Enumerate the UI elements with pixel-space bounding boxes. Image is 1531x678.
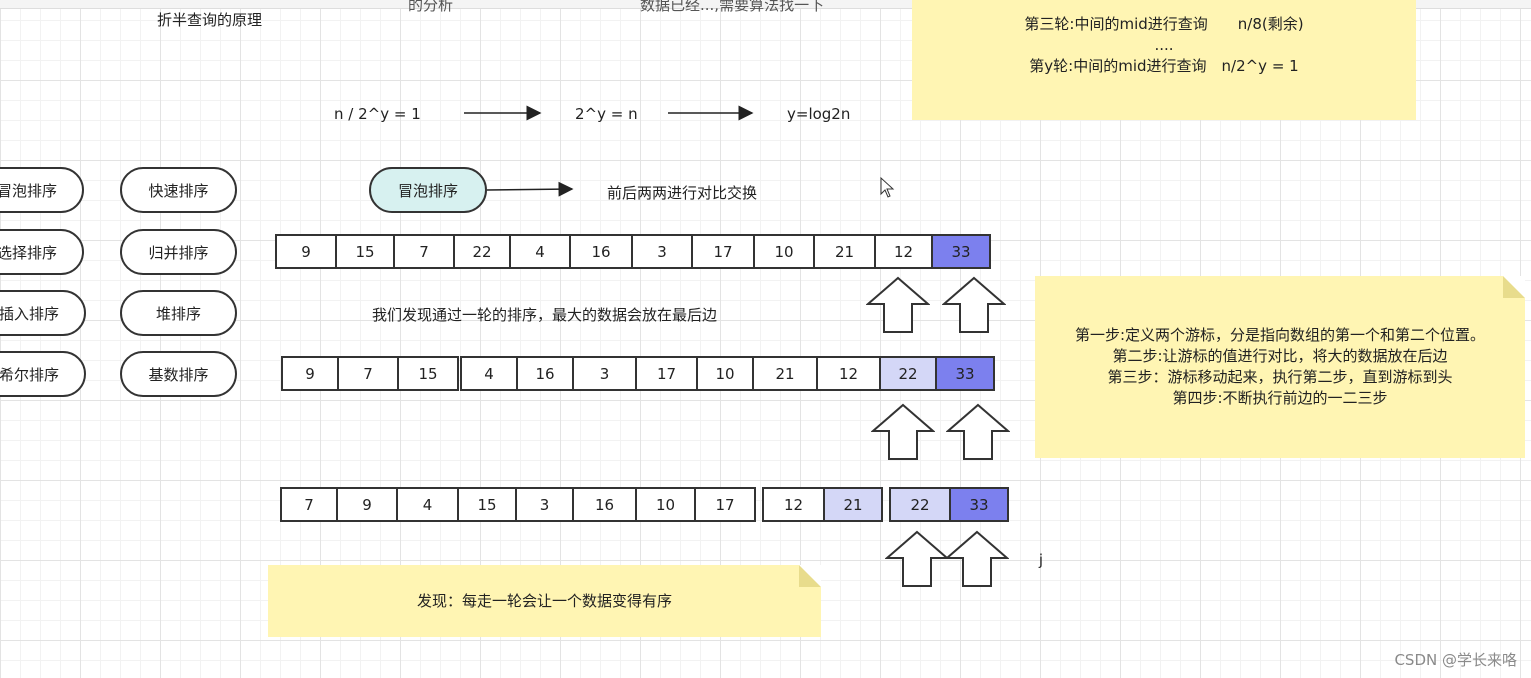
array-cell[interactable]: 10 (696, 356, 754, 391)
array-cell[interactable]: 7 (393, 234, 455, 269)
array-cell[interactable]: 4 (396, 487, 459, 522)
array-cell[interactable]: 7 (337, 356, 399, 391)
pointer-i-arrow-2[interactable]: i (870, 403, 969, 461)
bubble-arrow (486, 181, 574, 197)
pill-merge-sort[interactable]: 归并排序 (120, 229, 237, 275)
pointer-i-arrow-1[interactable]: i (865, 276, 964, 334)
array-cell[interactable]: 4 (509, 234, 571, 269)
pointer-j-label: j (1038, 551, 1044, 569)
canvas-top-edge (0, 0, 1531, 9)
array-cell[interactable]: 10 (635, 487, 696, 522)
finding-text: 发现：每走一轮会让一个数据变得有序 (416, 591, 672, 610)
pill-label: 希尔排序 (0, 365, 59, 384)
clipped-top-text-2: 数据已经...,需要算法找一下 (640, 0, 825, 14)
array-cell[interactable]: 17 (694, 487, 756, 522)
array-cell[interactable]: 22 (879, 356, 937, 391)
pill-label: 堆排序 (155, 304, 201, 323)
array-cell[interactable]: 33 (931, 234, 991, 269)
array-cell[interactable]: 9 (275, 234, 337, 269)
array-cell[interactable]: 16 (569, 234, 633, 269)
array-cell[interactable]: 9 (336, 487, 398, 522)
pill-bubble-sort-main[interactable]: 冒泡排序 (369, 167, 487, 213)
principle-label[interactable]: 折半查询的原理 (157, 11, 263, 29)
array-cell[interactable]: 12 (762, 487, 825, 522)
bubble-description[interactable]: 前后两两进行对比交换 (607, 184, 758, 202)
array-cell[interactable]: 12 (874, 234, 933, 269)
formula-1[interactable]: n / 2^y = 1 (334, 105, 421, 123)
note-line-round3: 第三轮:中间的mid进行查询 n/8(剩余) (1024, 15, 1304, 33)
note-line-roundy: 第y轮:中间的mid进行查询 n/2^y = 1 (1029, 57, 1299, 75)
formula-3[interactable]: y=log2n (787, 105, 851, 123)
pill-label: 插入排序 (0, 304, 59, 323)
array-cell[interactable]: 21 (813, 234, 876, 269)
pill-shell-sort[interactable]: 希尔排序 (0, 351, 86, 397)
pill-label: 基数排序 (148, 365, 209, 384)
pill-quick-sort[interactable]: 快速排序 (120, 167, 237, 213)
pointer-j-arrow-3[interactable]: j (944, 530, 1043, 588)
pill-label: 选择排序 (0, 243, 57, 262)
array-cell[interactable]: 16 (516, 356, 574, 391)
pill-label: 归并排序 (148, 243, 209, 262)
pointer-j-arrow-2[interactable]: j (945, 403, 1044, 461)
pill-heap-sort[interactable]: 堆排序 (120, 290, 237, 336)
pill-label: 快速排序 (148, 181, 209, 200)
step-2-text: 第二步:让游标的值进行对比，将大的数据放在后边 (1112, 347, 1448, 365)
array-cell[interactable]: 9 (281, 356, 339, 391)
steps-note[interactable]: 第一步:定义两个游标，分是指向数组的第一个和第二个位置。 第二步:让游标的值进行… (1035, 276, 1525, 458)
array-cell[interactable]: 15 (335, 234, 395, 269)
array-cell[interactable]: 22 (889, 487, 951, 522)
array-cell[interactable]: 12 (816, 356, 881, 391)
array-cell[interactable]: 4 (460, 356, 518, 391)
array-cell[interactable]: 17 (635, 356, 698, 391)
array-cell[interactable]: 33 (949, 487, 1009, 522)
pill-selection-sort[interactable]: 选择排序 (0, 229, 84, 275)
note-line-dots: .... (1154, 36, 1174, 54)
pill-insertion-sort[interactable]: 插入排序 (0, 290, 86, 336)
array-cell[interactable]: 15 (457, 487, 517, 522)
pill-bubble-sort[interactable]: 冒泡排序 (0, 167, 84, 213)
step-1-text: 第一步:定义两个游标，分是指向数组的第一个和第二个位置。 (1074, 326, 1486, 344)
csdn-watermark: CSDN @学长来咯 (1394, 651, 1517, 669)
pointer-j-arrow-1[interactable]: j (941, 276, 1040, 334)
step-3-text: 第三步：游标移动起来，执行第二步，直到游标到头 (1107, 368, 1453, 386)
pointer-i-arrow-3[interactable]: i (884, 530, 983, 588)
array-cell[interactable]: 22 (453, 234, 511, 269)
array-cell[interactable]: 3 (572, 356, 637, 391)
formula-2[interactable]: 2^y = n (575, 105, 638, 123)
array-cell[interactable]: 16 (572, 487, 637, 522)
array-cell[interactable]: 7 (280, 487, 338, 522)
array-cell[interactable]: 3 (631, 234, 693, 269)
array-cell[interactable]: 15 (397, 356, 459, 391)
pill-radix-sort[interactable]: 基数排序 (120, 351, 237, 397)
array-cell[interactable]: 21 (823, 487, 883, 522)
array-cell[interactable]: 3 (515, 487, 574, 522)
pill-label: 冒泡排序 (397, 181, 458, 200)
finding-note[interactable]: 发现：每走一轮会让一个数据变得有序 (268, 565, 821, 637)
clipped-top-text-1: 的分析 (408, 0, 454, 14)
pill-label: 冒泡排序 (0, 181, 57, 200)
array-cell[interactable]: 33 (935, 356, 995, 391)
array-cell[interactable]: 21 (752, 356, 818, 391)
step-4-text: 第四步:不断执行前边的一二三步 (1172, 389, 1388, 407)
observation-text[interactable]: 我们发现通过一轮的排序，最大的数据会放在最后边 (372, 306, 718, 324)
binary-search-note[interactable]: 第三轮:中间的mid进行查询 n/8(剩余) .... 第y轮:中间的mid进行… (912, 0, 1416, 120)
array-cell[interactable]: 17 (691, 234, 755, 269)
mouse-cursor-icon (880, 176, 895, 198)
array-cell[interactable]: 10 (753, 234, 815, 269)
